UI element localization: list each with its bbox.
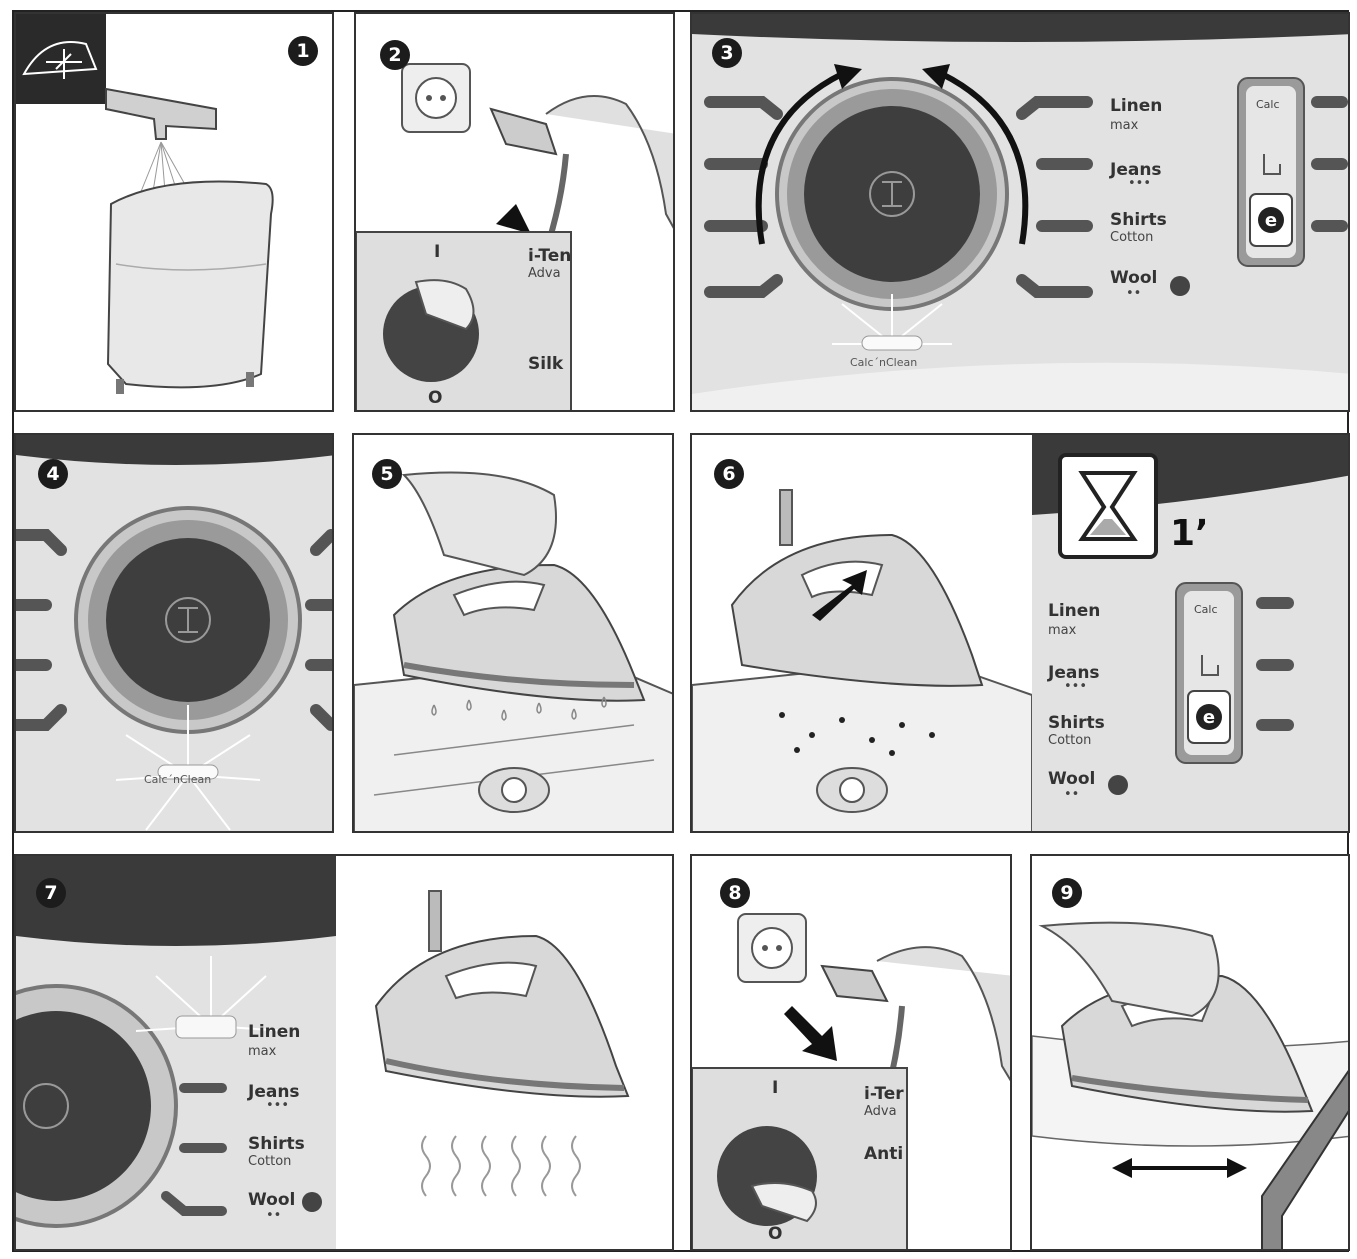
- fill-water-tank-illustration: [16, 14, 274, 394]
- program-label-i-ter: i-Ter: [864, 1084, 904, 1104]
- dial-label-wool-6: Wool: [1048, 769, 1096, 789]
- program-label-anti: Anti: [864, 1144, 904, 1164]
- dial-sublabel-cotton: Cotton: [1110, 230, 1154, 245]
- panel-step-8: 8 I O i-Ter Adva Anti: [690, 854, 1012, 1251]
- press-calc-button-illustration: [692, 435, 1348, 831]
- step-number-4: 4: [38, 459, 68, 489]
- dial-sublabel-jeans-dots-6: •••: [1064, 679, 1088, 694]
- dial-sublabel-cotton-6: Cotton: [1048, 733, 1092, 748]
- panel-step-5: 5: [352, 433, 674, 833]
- eco-button-label-6: e: [1202, 707, 1216, 728]
- panel-step-6: 6 1’ Linen max Jeans ••• Shirts Cotton W…: [690, 433, 1350, 833]
- dial-sublabel-jeans-dots: •••: [1128, 176, 1152, 191]
- step-number-7: 7: [36, 878, 66, 908]
- calc-label: Calc: [1256, 98, 1280, 111]
- panel-step-3: 3 Linen max Jeans ••• Shirts Cotton Wool…: [690, 12, 1350, 412]
- switch-off-label-8: O: [768, 1224, 783, 1244]
- dial-label-shirts-6: Shirts: [1048, 713, 1105, 733]
- switch-off-label: O: [428, 388, 443, 408]
- dial-sublabel-max: max: [1110, 118, 1139, 133]
- dial-label-jeans-6: Jeans: [1048, 663, 1100, 683]
- dial-sublabel-cotton-7: Cotton: [248, 1154, 292, 1169]
- dial-label-linen-7: Linen: [248, 1022, 301, 1042]
- plug-in-illustration: [356, 63, 673, 410]
- dial-sublabel-wool-dots-6: ••: [1064, 787, 1080, 802]
- switch-on-label: I: [434, 242, 441, 262]
- program-label-silk: Silk: [528, 354, 564, 374]
- step-number-6: 6: [714, 459, 744, 489]
- program-label-i-ten: i-Ten: [528, 246, 572, 266]
- switch-on-label-8: I: [772, 1078, 779, 1098]
- dial-sublabel-wool-dots-7: ••: [266, 1208, 282, 1223]
- timer-value: 1’: [1170, 513, 1209, 554]
- calc-light-illustration: [16, 435, 332, 831]
- iron-fabric-illustration: [1032, 921, 1348, 1249]
- unplug-illustration: [692, 913, 1010, 1249]
- dial-sublabel-max-6: max: [1048, 623, 1077, 638]
- program-label-adva-8: Adva: [864, 1104, 897, 1119]
- step-number-9: 9: [1052, 878, 1082, 908]
- dial-label-jeans: Jeans: [1110, 160, 1162, 180]
- step-number-2: 2: [380, 40, 410, 70]
- panel-step-9: 9: [1030, 854, 1350, 1251]
- dial-label-linen-6: Linen: [1048, 601, 1101, 621]
- panel-step-2: 2 I O i-Ten Adva Silk: [354, 12, 675, 412]
- step-number-8: 8: [720, 878, 750, 908]
- step-number-1: 1: [288, 36, 318, 66]
- calc-clean-label-4: Calc´nClean: [144, 773, 212, 786]
- calc-finished-illustration: [16, 856, 630, 1249]
- dial-sublabel-jeans-dots-7: •••: [266, 1098, 290, 1113]
- dial-label-wool-7: Wool: [248, 1190, 296, 1210]
- panel-step-1: 1: [14, 12, 334, 412]
- dial-label-wool: Wool: [1110, 268, 1158, 288]
- program-label-adva: Adva: [528, 266, 561, 281]
- step-number-3: 3: [712, 38, 742, 68]
- eco-button-label: e: [1264, 210, 1278, 231]
- dial-label-linen: Linen: [1110, 96, 1163, 116]
- panel-step-4: 4 Calc´nClean: [14, 433, 334, 833]
- dial-label-shirts: Shirts: [1110, 210, 1167, 230]
- dial-sublabel-max-7: max: [248, 1044, 277, 1059]
- dial-label-jeans-7: Jeans: [248, 1082, 300, 1102]
- hold-iron-over-sink-illustration: [354, 471, 672, 831]
- calc-label-6: Calc: [1194, 603, 1218, 616]
- panel-step-7: 7 Linen max Jeans ••• Shirts Cotton Wool…: [14, 854, 674, 1251]
- step-number-5: 5: [372, 459, 402, 489]
- calc-clean-label: Calc´nClean: [850, 356, 918, 369]
- dial-label-shirts-7: Shirts: [248, 1134, 305, 1154]
- rotate-dial-illustration: [692, 14, 1348, 410]
- dial-sublabel-wool-dots: ••: [1126, 286, 1142, 301]
